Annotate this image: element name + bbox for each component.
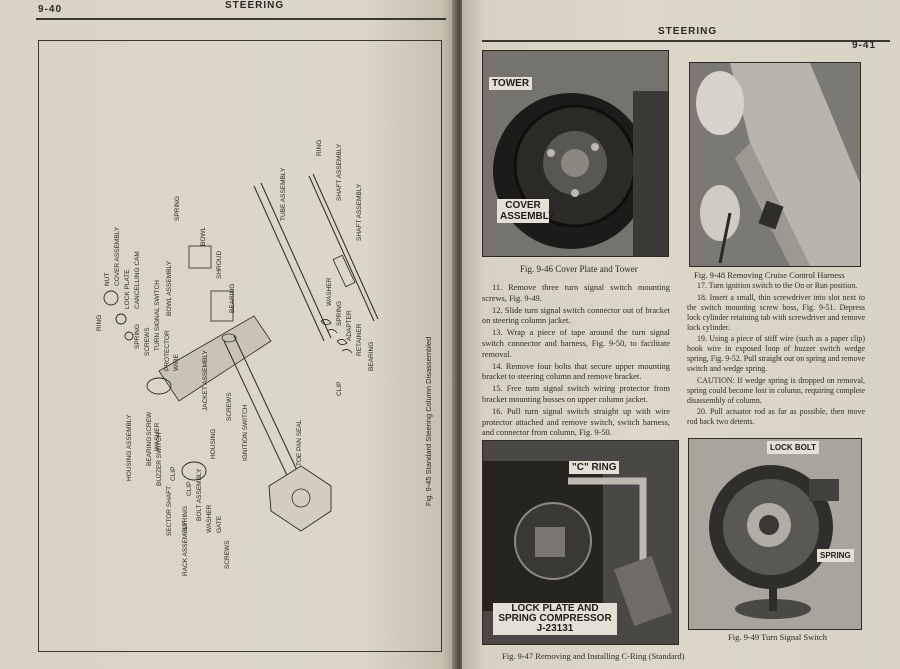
- label-clip-low: CLIP: [186, 482, 193, 496]
- label-bowl: BOWL: [200, 226, 207, 246]
- header-rule-right: [482, 40, 890, 42]
- label-nut: NUT: [104, 273, 111, 286]
- label-toe-pan-seal: TOE PAN SEAL: [296, 419, 303, 466]
- label-buzzer-switch: BUZZER SWITCH: [156, 432, 163, 486]
- label-adapter: ADAPTER: [346, 310, 353, 341]
- diagram-labels: NUT COVER ASSEMBLY LOCK PLATE CANCELLING…: [96, 140, 375, 576]
- label-bearing-right: BEARING: [368, 342, 375, 371]
- label-spring: SPRING: [134, 324, 141, 349]
- page-header-left: STEERING: [225, 0, 285, 11]
- caption-9-48: Fig. 9-48 Removing Cruise Control Harnes…: [694, 270, 845, 280]
- photo-cruise-control-harness: [689, 62, 861, 267]
- step-17: 17. Turn ignition switch to the On or Ru…: [697, 281, 858, 290]
- caption-9-49: Fig. 9-49 Turn Signal Switch: [728, 632, 827, 642]
- label-bolt-assembly: BOLT ASSEMBLY: [196, 468, 203, 521]
- label-clip: CLIP: [170, 467, 177, 481]
- label-shaft-assembly: SHAFT ASSEMBLY: [336, 143, 343, 201]
- label-clip-right: CLIP: [336, 382, 343, 396]
- c-ring-photo: [483, 441, 678, 644]
- callout-lock-bolt: LOCK BOLT: [767, 441, 820, 454]
- step-18: 18. Insert a small, thin screwdriver int…: [687, 292, 865, 332]
- label-bearing: BEARING: [229, 284, 236, 313]
- header-rule-left: [36, 18, 446, 20]
- label-screw: SCREW: [146, 411, 153, 436]
- step-15: 15. Free turn signal switch wiring prote…: [482, 384, 670, 404]
- jacket-part: [158, 315, 310, 502]
- photo-c-ring: "C" RING LOCK PLATE AND SPRING COMPRESSO…: [482, 440, 679, 645]
- label-shroud: SHROUD: [216, 251, 223, 279]
- step-12: 12. Slide turn signal switch connector o…: [482, 305, 670, 326]
- label-screws-low: SCREWS: [224, 540, 231, 569]
- figure-frame-9-45: Fig. 9-45 Standard Steering Column Disas…: [38, 40, 442, 652]
- harness-photo: [690, 63, 860, 266]
- label-bearing-left: BEARING: [146, 437, 153, 466]
- label-screws: SCREWS: [144, 327, 151, 356]
- label-spring-right: SPRING: [336, 301, 343, 326]
- label-washer-low: WASHER: [206, 504, 213, 533]
- label-ring: RING: [96, 315, 103, 331]
- spring-parts: [320, 319, 353, 354]
- label-washer: WASHER: [154, 422, 161, 451]
- callout-spring: SPRING: [817, 549, 854, 562]
- tube-part: [253, 182, 332, 342]
- label-washer-right: WASHER: [326, 277, 333, 306]
- label-lock-plate: LOCK PLATE: [124, 269, 131, 309]
- label-retainer: RETAINER: [356, 323, 363, 356]
- callout-lock-plate-compressor: LOCK PLATE AND SPRING COMPRESSOR J-23131: [493, 603, 617, 635]
- caution-note: CAUTION: If wedge spring is dropped on r…: [687, 375, 865, 405]
- callout-c-ring: "C" RING: [569, 461, 620, 474]
- caption-9-45: Fig. 9-45 Standard Steering Column Disas…: [424, 337, 433, 506]
- callout-cover-assembly: COVER ASSEMBLY: [497, 199, 555, 223]
- label-sector-shaft: SECTOR SHAFT: [166, 486, 173, 536]
- label-protector: PROTECTOR: [164, 330, 171, 371]
- photo-cover-plate-tower: TOWER COVER ASSEMBLY: [482, 50, 669, 257]
- left-page: 9-40 STEERING Fig. 9-45 Standard Steerin…: [0, 0, 455, 669]
- label-wire: WIRE: [173, 353, 180, 371]
- label-gate: GATE: [216, 515, 223, 533]
- label-jacket-assembly: JACKET ASSEMBLY: [202, 350, 209, 411]
- label-ignition-switch: IGNITION SWITCH: [242, 404, 249, 461]
- caption-9-46: Fig. 9-46 Cover Plate and Tower: [520, 264, 638, 274]
- label-screws-mid: SCREWS: [226, 392, 233, 421]
- label-turn-signal-switch: TURN SIGNAL SWITCH: [154, 280, 161, 351]
- toe-pan-plate: [268, 465, 332, 532]
- step-14: 14. Remove four bolts that secure upper …: [482, 361, 670, 382]
- right-page: STEERING 9-41 TOWER COVER ASSEMBLY Fig. …: [462, 0, 900, 669]
- page-header-right: STEERING: [658, 26, 718, 37]
- label-ring-top: RING: [316, 140, 323, 156]
- callout-tower: TOWER: [489, 77, 533, 90]
- label-bowl-assembly: BOWL ASSEMBLY: [166, 260, 173, 316]
- step-19: 19. Using a piece of stiff wire (such as…: [687, 334, 865, 373]
- instructions-column-2: 17. Turn ignition switch to the On or Ru…: [687, 281, 865, 429]
- page-number-right: 9-41: [852, 40, 877, 51]
- label-tube-assembly: TUBE ASSEMBLY: [280, 167, 287, 221]
- label-housing-assembly: HOUSING ASSEMBLY: [126, 414, 133, 481]
- housing-cluster: [103, 245, 234, 481]
- step-20: 20. Pull actuator rod as far as possible…: [687, 407, 865, 426]
- instructions-column-1: 11. Remove three turn signal switch moun…: [482, 283, 670, 440]
- label-spring-low: SPRING: [182, 506, 189, 531]
- exploded-diagram: Fig. 9-45 Standard Steering Column Disas…: [96, 140, 433, 576]
- label-cancelling-cam: CANCELLING CAM: [134, 251, 141, 309]
- step-16: 16. Pull turn signal switch straight up …: [482, 407, 670, 438]
- label-spring-top: SPRING: [174, 196, 181, 221]
- turn-signal-switch-photo: [689, 439, 861, 629]
- label-housing: HOUSING: [210, 429, 217, 459]
- shaft-part: [308, 173, 379, 322]
- label-rack-assembly: RACK ASSEMBLY: [182, 521, 189, 576]
- photo-turn-signal-switch: LOCK BOLT SPRING: [688, 438, 862, 630]
- page-number-left: 9-40: [38, 4, 63, 15]
- label-shaft-assembly-2: SHAFT ASSEMBLY: [356, 183, 363, 241]
- caption-9-47: Fig. 9-47 Removing and Installing C-Ring…: [502, 651, 685, 661]
- step-11: 11. Remove three turn signal switch moun…: [482, 283, 670, 303]
- label-cover-assembly: COVER ASSEMBLY: [114, 226, 121, 286]
- step-13: 13. Wrap a piece of tape around the turn…: [482, 328, 670, 359]
